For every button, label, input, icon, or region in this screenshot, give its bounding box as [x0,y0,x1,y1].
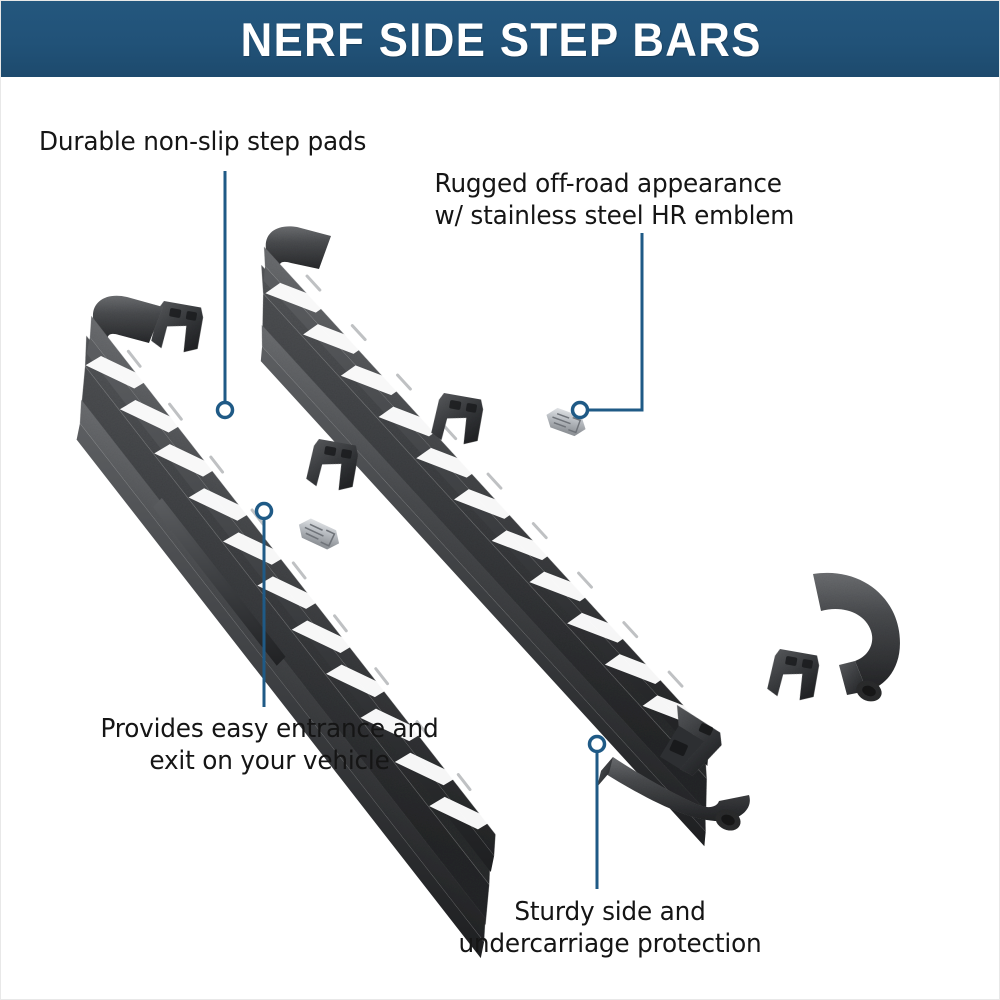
lower-step-bar [76,295,750,959]
callout-easy-entrance: Provides easy entrance and exit on your … [83,714,456,777]
upper-step-bar [120,226,900,846]
callout-sturdy-protection: Sturdy side and undercarriage protection [416,897,804,960]
page-title: NERF SIDE STEP BARS [240,12,762,66]
callout-line: exit on your vehicle [149,745,390,776]
mount-bracket [659,705,722,776]
mount-bracket [305,438,359,492]
header-banner: NERF SIDE STEP BARS [1,1,999,79]
callout-line: Rugged off-road appearance [434,169,782,199]
callout-line: Durable non-slip step pads [39,127,367,157]
callout-line: Provides easy entrance and [100,714,439,744]
hr-emblem [546,407,586,437]
callout-rugged-appearance: Rugged off-road appearance w/ stainless … [435,169,795,232]
callout-line: Sturdy side and [514,897,706,927]
callout-durable-step-pads: Durable non-slip step pads [39,127,366,159]
callout-line: undercarriage protection [458,928,762,959]
callout-line: w/ stainless steel HR emblem [434,200,795,231]
hr-emblem [298,518,340,550]
mount-bracket [766,648,820,702]
